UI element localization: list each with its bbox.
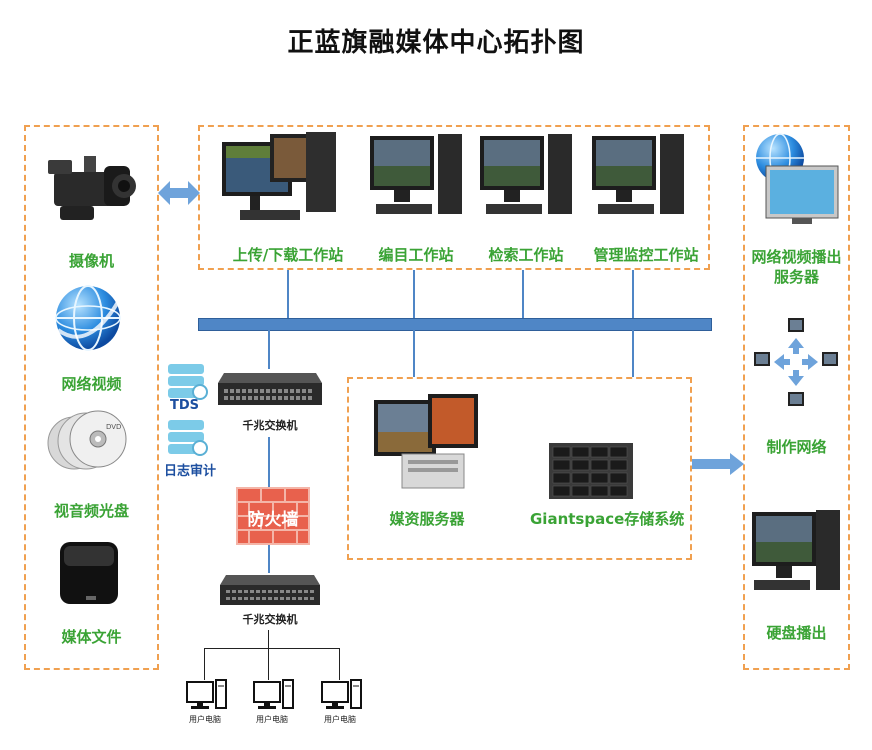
switch-icon xyxy=(218,373,322,405)
workstation-box xyxy=(198,125,710,270)
pc-tree-branch-2 xyxy=(268,648,269,680)
right-arrow-icon xyxy=(692,453,744,475)
network-bus xyxy=(198,318,712,331)
connector-server-left xyxy=(413,329,415,377)
tds-label: TDS xyxy=(170,398,200,413)
connector-monitor xyxy=(632,270,634,318)
user-pc-label-2: 用户电脑 xyxy=(256,715,288,724)
camera-label: 摄像机 xyxy=(68,252,114,270)
media-server-icon xyxy=(374,394,478,489)
edit-workstation-label: 编目工作站 xyxy=(378,246,454,264)
user-pc-icon-2 xyxy=(253,679,294,709)
storage-system-label: Giantspace存储系统 xyxy=(530,510,685,528)
monitor-workstation-label: 管理监控工作站 xyxy=(593,246,699,264)
web-output-label-2: 服务器 xyxy=(773,268,819,286)
server-box xyxy=(347,377,692,560)
pc-tree-bar xyxy=(204,648,340,649)
media-file-label: 媒体文件 xyxy=(61,628,122,646)
hard-drive-icon xyxy=(60,542,118,604)
connector-switch-firewall xyxy=(268,437,270,487)
left-panel-box xyxy=(24,125,159,670)
web-video-label: 网络视频 xyxy=(61,375,122,393)
svg-text:DVD: DVD xyxy=(106,423,121,431)
storage-system-icon xyxy=(549,443,633,499)
connector-switch1 xyxy=(268,329,270,369)
disc-icon: DVD xyxy=(47,410,127,470)
disk-output-icon xyxy=(752,510,840,590)
search-workstation-label: 检索工作站 xyxy=(488,246,564,264)
connector-edit xyxy=(413,270,415,318)
disk-output-label: 硬盘播出 xyxy=(766,624,827,642)
av-disc-label: 视音频光盘 xyxy=(53,502,129,520)
switch2-label: 千兆交换机 xyxy=(242,613,298,626)
connector-search xyxy=(522,270,524,318)
search-workstation-icon xyxy=(480,134,572,214)
production-network-icon xyxy=(754,318,838,406)
web-output-label-1: 网络视频播出 xyxy=(751,248,842,266)
camera-icon xyxy=(48,156,136,220)
user-pc-label-1: 用户电脑 xyxy=(189,715,221,724)
pc-tree-branch-3 xyxy=(339,648,340,680)
connector-server-right xyxy=(632,329,634,377)
production-network-label: 制作网络 xyxy=(766,438,827,456)
switch1-label: 千兆交换机 xyxy=(242,419,298,432)
firewall-icon xyxy=(236,487,310,545)
server-rack-icon xyxy=(168,364,208,400)
page-title: 正蓝旗融媒体中心拓扑图 xyxy=(287,28,585,58)
connector-upload xyxy=(287,270,289,318)
connector-firewall-switch2 xyxy=(268,545,270,573)
switch2-icon xyxy=(220,575,320,605)
globe-icon xyxy=(55,285,121,351)
pc-tree-trunk xyxy=(268,630,269,648)
user-pc-icon-1 xyxy=(186,679,227,709)
user-pc-label-3: 用户电脑 xyxy=(324,715,356,724)
upload-workstation-label: 上传/下载工作站 xyxy=(232,246,344,264)
log-audit-label: 日志审计 xyxy=(164,464,217,479)
monitor-workstation-icon xyxy=(592,134,684,214)
double-arrow-icon xyxy=(158,181,200,205)
user-pc-icon-3 xyxy=(321,679,362,709)
web-output-server-icon xyxy=(756,133,839,224)
upload-workstation-icon xyxy=(222,132,336,220)
edit-workstation-icon xyxy=(370,134,462,214)
firewall-label: 防火墙 xyxy=(247,510,299,530)
pc-tree-branch-1 xyxy=(204,648,205,680)
media-server-label: 媒资服务器 xyxy=(389,510,465,528)
right-panel-box xyxy=(743,125,850,670)
log-audit-icon xyxy=(168,420,208,456)
